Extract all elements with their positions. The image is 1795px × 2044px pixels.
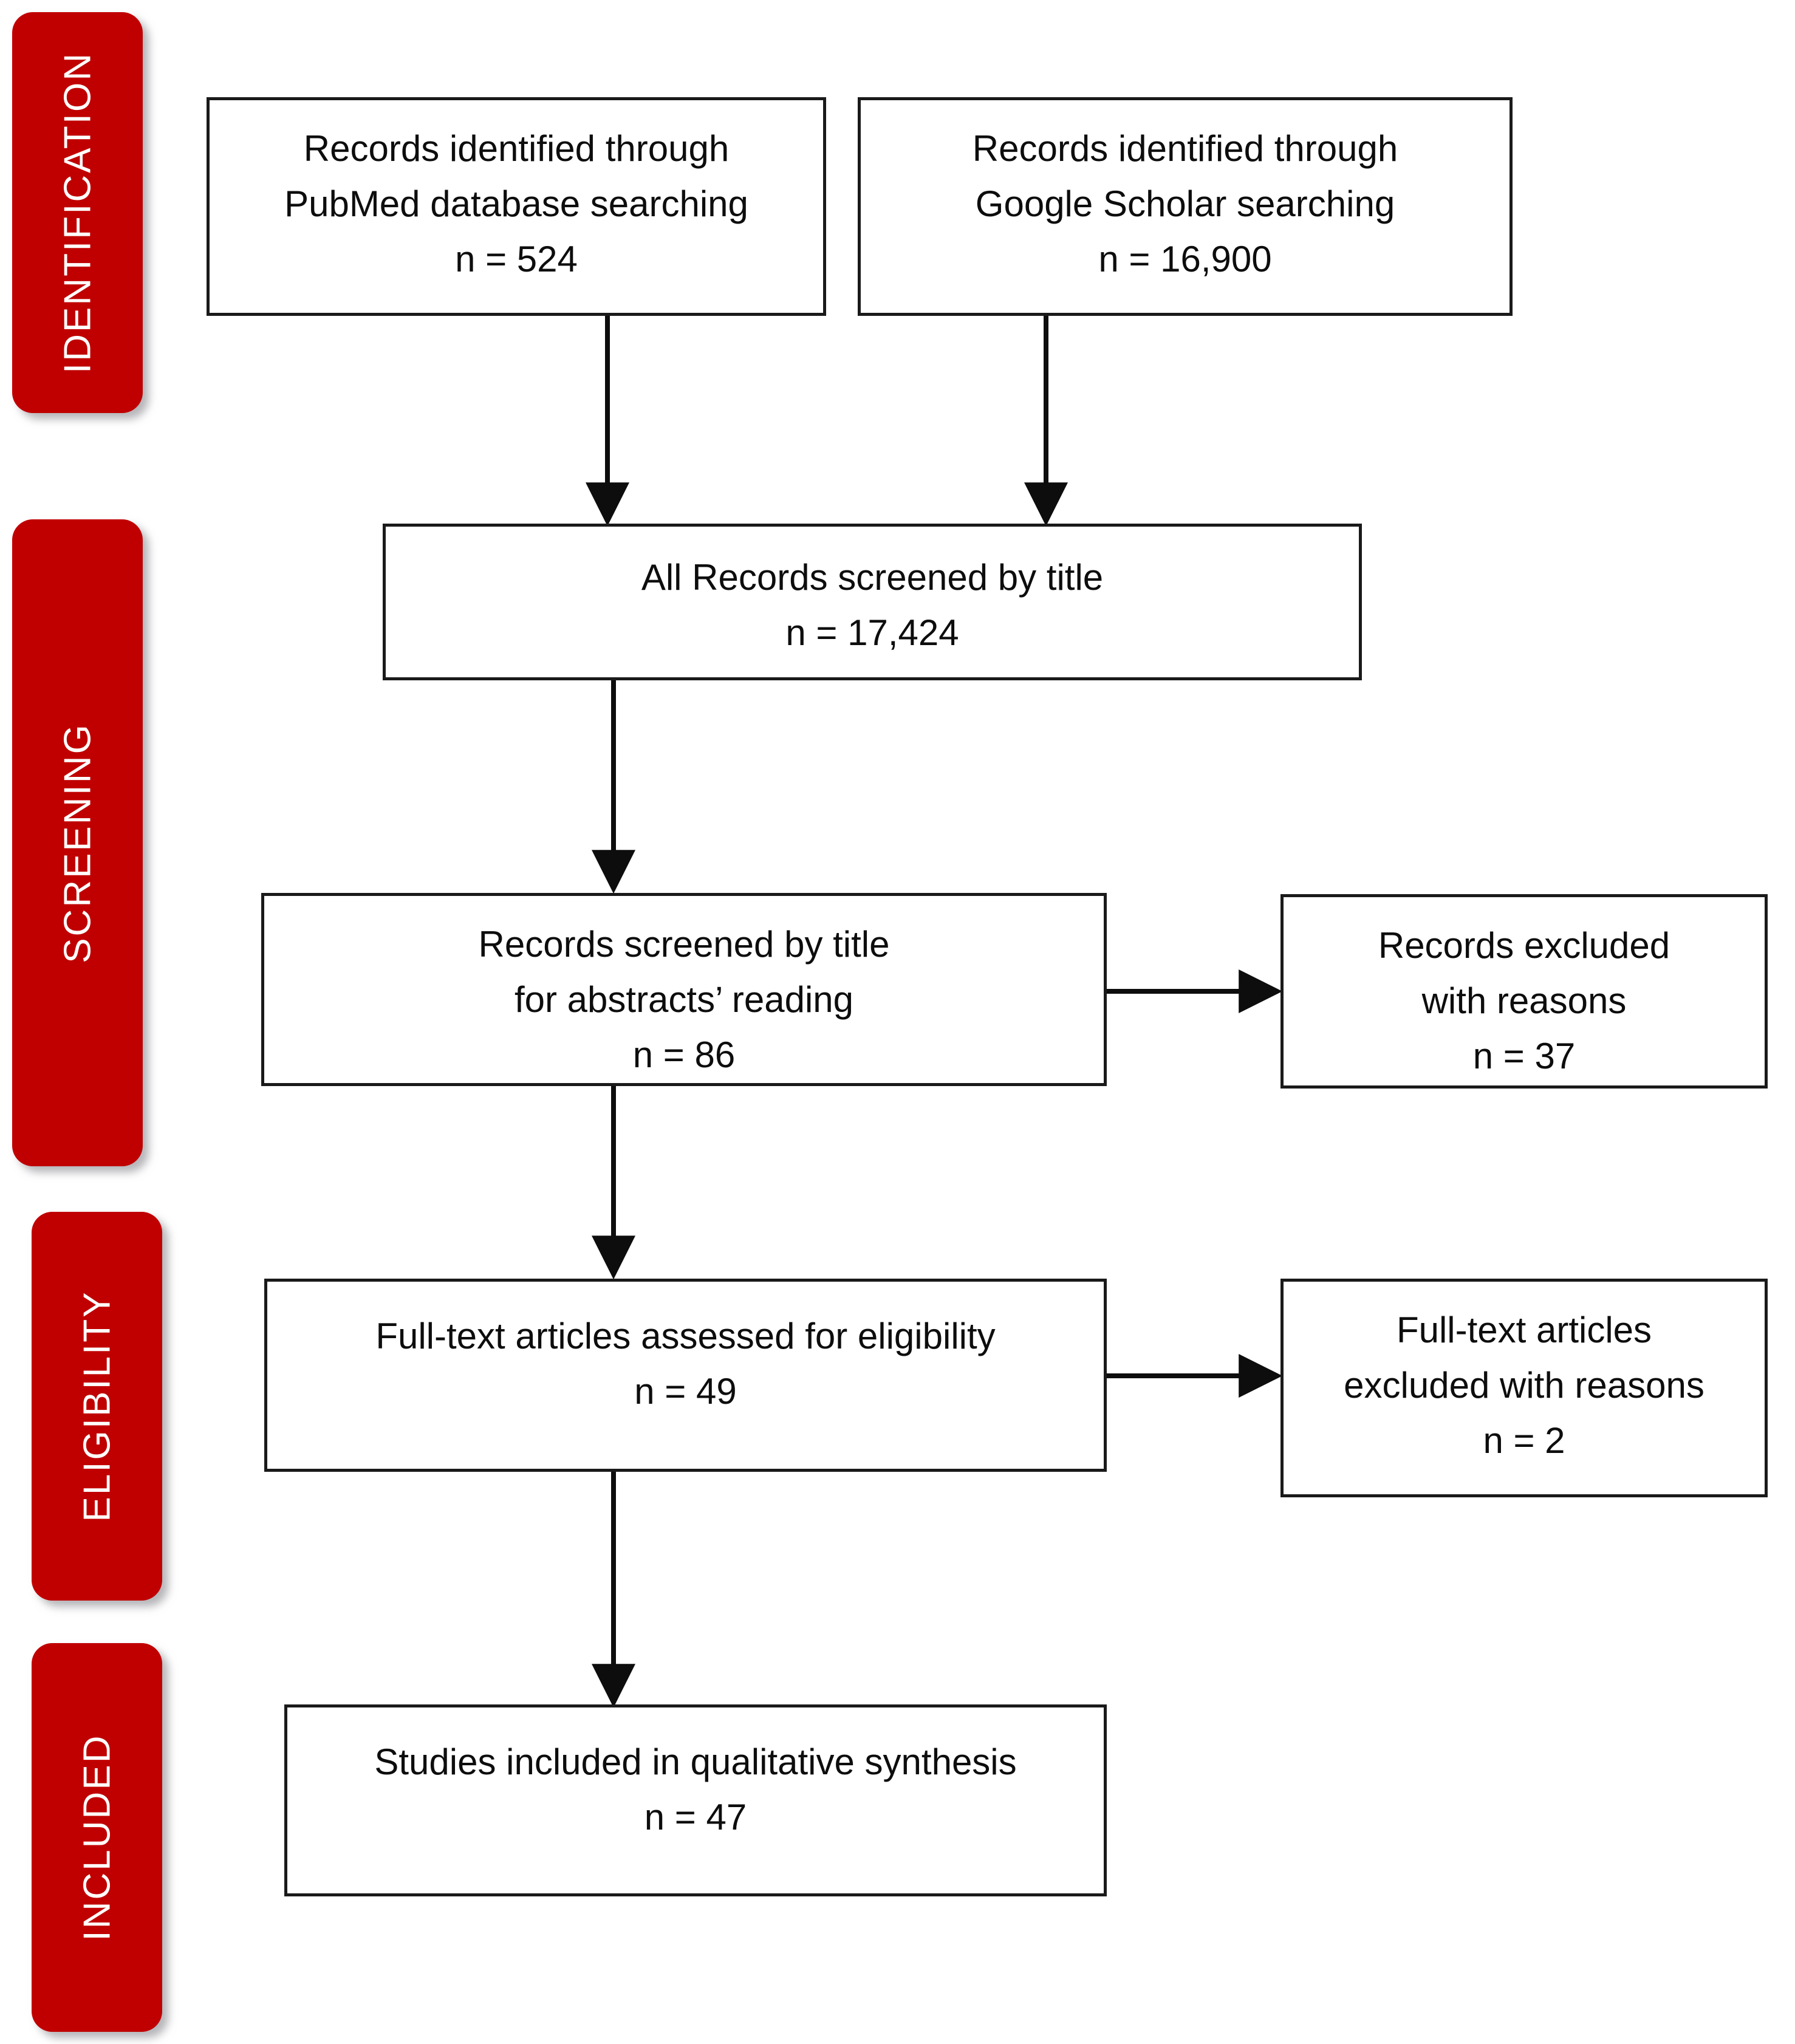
box-pubmed-count: n = 524 [455,239,578,280]
box-records-excluded-line-1: Records excluded [1378,925,1670,966]
box-fulltext-excluded-line-1: Full-text articles [1396,1310,1652,1350]
box-fulltext-assessed-count: n = 49 [634,1371,737,1412]
box-scholar-line-2: Google Scholar searching [975,183,1395,225]
box-studies-included-count: n = 47 [644,1797,747,1838]
stage-label-included: INCLUDED [76,1734,118,1941]
stage-label-eligibility: ELIGIBILITY [76,1290,118,1522]
stage-banner-screening: SCREENING [12,519,143,1166]
stage-label-identification: IDENTIFICATION [56,52,98,374]
box-all-records-count: n = 17,424 [785,612,959,654]
box-fulltext-assessed: Full-text articles assessed for eligibil… [264,1279,1107,1472]
box-fulltext-assessed-line-1: Full-text articles assessed for eligibil… [375,1316,996,1356]
box-records-excluded-line-2: with reasons [1421,980,1627,1022]
box-records-excluded: Records excluded with reasons n = 37 [1280,894,1768,1089]
box-fulltext-excluded: Full-text articles excluded with reasons… [1280,1279,1768,1497]
box-screened-line-1: Records screened by title [478,924,890,965]
box-studies-included-line-1: Studies included in qualitative synthesi… [374,1742,1017,1782]
box-records-identified-google-scholar: Records identified through Google Schola… [858,97,1513,316]
box-fulltext-excluded-count: n = 2 [1483,1420,1565,1461]
box-pubmed-line-1: Records identified through [303,128,730,169]
box-pubmed-line-2: PubMed database searching [284,183,748,225]
box-records-excluded-count: n = 37 [1472,1036,1576,1077]
box-screened-count: n = 86 [632,1034,736,1076]
box-studies-included: Studies included in qualitative synthesi… [284,1704,1107,1896]
box-records-screened-for-abstracts: Records screened by title for abstracts’… [261,893,1107,1086]
box-scholar-line-1: Records identified through [972,128,1398,169]
box-fulltext-excluded-line-2: excluded with reasons [1344,1365,1704,1406]
stage-banner-identification: IDENTIFICATION [12,12,143,413]
box-scholar-count: n = 16,900 [1098,239,1272,280]
stage-banner-eligibility: ELIGIBILITY [32,1212,162,1601]
box-records-identified-pubmed: Records identified through PubMed databa… [207,97,826,316]
box-all-records-line-1: All Records screened by title [641,557,1104,598]
box-all-records-screened: All Records screened by title n = 17,424 [383,524,1362,680]
box-screened-line-2: for abstracts’ reading [514,979,854,1020]
stage-banner-included: INCLUDED [32,1643,162,2032]
stage-label-screening: SCREENING [56,722,98,963]
